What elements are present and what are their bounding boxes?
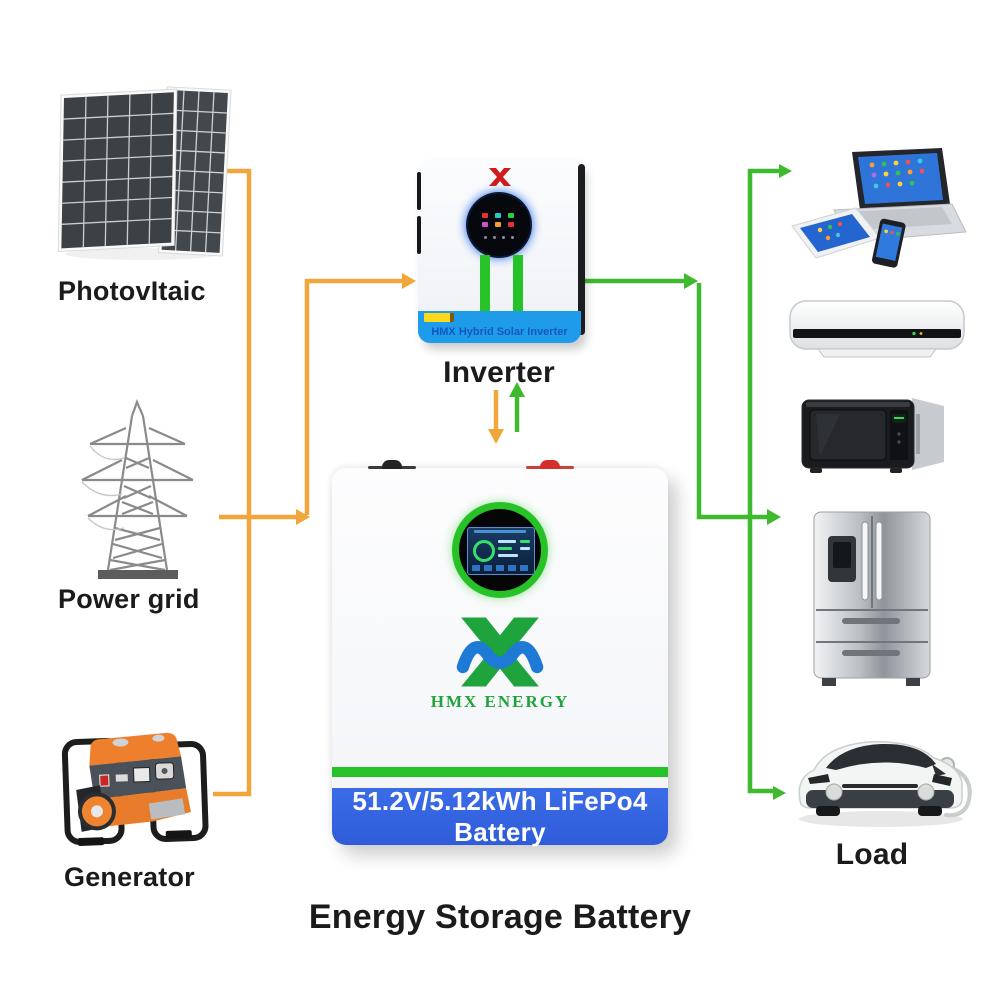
pv-generator-bus-line xyxy=(213,168,252,797)
source-wires xyxy=(213,168,504,797)
load-wires xyxy=(509,164,792,800)
arrow-down-icon xyxy=(488,429,504,444)
inverter-to-fridge-line xyxy=(696,283,767,520)
warning-sticker-icon xyxy=(424,313,454,322)
electric-car-icon xyxy=(798,741,972,827)
inverter-green-bar xyxy=(480,255,490,312)
inverter-band-text: HMX Hybrid Solar Inverter xyxy=(431,326,568,338)
load-bus-line xyxy=(747,168,779,794)
laptop-tablet-phone-icon xyxy=(791,148,967,268)
arrow-right-icon xyxy=(773,786,786,800)
solar-panel-icon xyxy=(57,86,232,260)
arrow-right-icon xyxy=(767,509,781,525)
battery-green-stripe xyxy=(332,767,668,777)
inverter-side-shadow xyxy=(578,164,585,335)
arrow-right-icon xyxy=(779,164,792,178)
load-label: Load xyxy=(835,838,909,871)
bus-to-inverter-line xyxy=(304,278,402,515)
battery-lcd xyxy=(467,527,535,575)
inverter-name-band: HMX Hybrid Solar Inverter xyxy=(418,311,581,343)
battery-device: HMX ENERGY 51.2V/5.12kWh LiFePo4 Battery xyxy=(332,460,668,847)
inverter-device: HMX Hybrid Solar Inverter xyxy=(417,160,585,343)
arrow-right-icon xyxy=(684,273,698,289)
inverter-label: Inverter xyxy=(443,356,555,389)
air-conditioner-icon xyxy=(789,300,965,358)
battery-display xyxy=(452,502,548,598)
refrigerator-icon xyxy=(813,511,931,686)
inverter-mount-tab xyxy=(417,172,421,210)
power-grid-label: Power grid xyxy=(58,584,200,614)
battery-caption: Energy Storage Battery xyxy=(308,898,692,936)
generator-label: Generator xyxy=(64,862,195,892)
hmx-logo-icon xyxy=(456,617,544,687)
inverter-green-bar xyxy=(513,255,523,312)
battery-brand-text: HMX ENERGY xyxy=(430,692,570,711)
arrow-right-icon xyxy=(296,509,310,525)
inverter-display xyxy=(468,194,530,256)
microwave-oven-icon xyxy=(801,398,944,473)
battery-spec-text: 51.2V/5.12kWh LiFePo4 Battery xyxy=(352,785,648,847)
arrow-up-icon xyxy=(509,382,525,397)
battery-terminal-negative xyxy=(382,460,402,469)
photovoltaic-label: PhotovItaic xyxy=(58,276,206,306)
inverter-mount-tab xyxy=(417,216,421,254)
battery-spec-band: 51.2V/5.12kWh LiFePo4 Battery xyxy=(332,785,668,847)
generator-icon xyxy=(61,732,209,846)
hmx-logo-red-icon xyxy=(488,168,511,186)
power-grid-tower-icon xyxy=(81,398,194,579)
arrow-right-icon xyxy=(402,273,416,289)
battery-terminal-positive xyxy=(540,460,560,469)
